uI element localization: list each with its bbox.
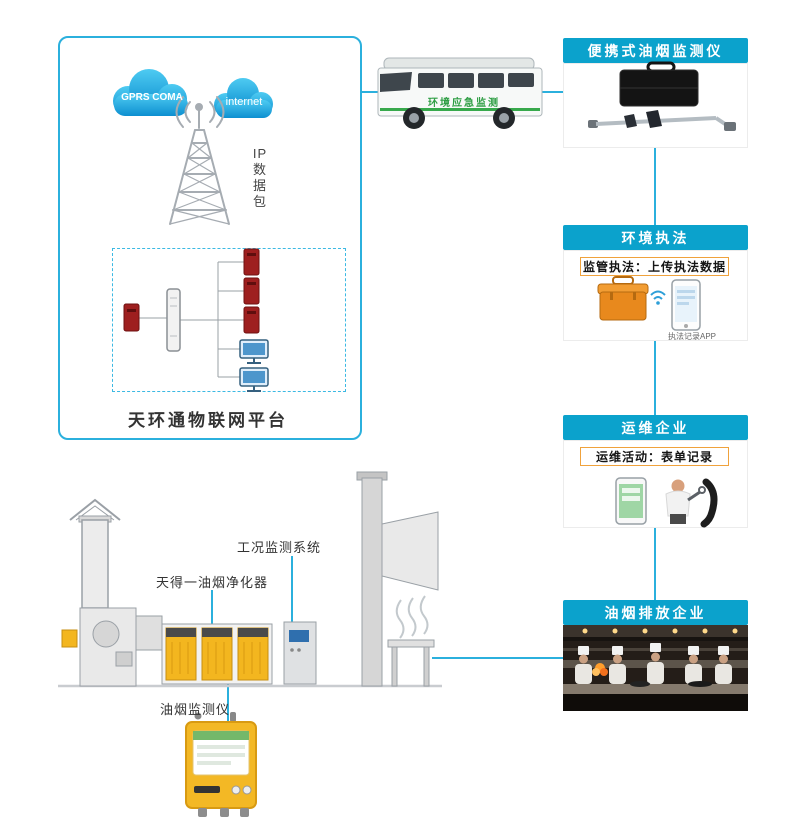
ip-packet-label: IP 数 据 包 [252, 146, 268, 209]
maintenance-subtitle-box: 运维活动：表单记录 [580, 447, 729, 466]
panel-maintenance-title: 运维企业 [621, 419, 690, 436]
enforcement-subtitle: 监管执法：上传执法数据 [582, 260, 726, 274]
fume-monitor-device [185, 712, 257, 817]
control-cabinet [283, 621, 317, 685]
panel-maintenance-header: 运维企业 [563, 415, 748, 440]
panel-emission-content [563, 625, 748, 711]
steam-lines [395, 595, 429, 639]
condition-monitor-label: 工况监测系统 [236, 540, 321, 555]
panel-enforcement-header: 环境执法 [563, 225, 748, 250]
panel-emission-header: 油烟排放企业 [563, 600, 748, 625]
internet-cloud-label: internet [225, 96, 263, 108]
gprs-cloud-label: GPRS COMA [121, 92, 183, 103]
platform-title: 天环通物联网平台 [128, 411, 288, 430]
network-dashed-box [112, 248, 346, 392]
fume-monitor-label: 油烟监测仪 [160, 702, 231, 717]
panel-emission-title: 油烟排放企业 [604, 604, 707, 621]
purifier-label: 天得一油烟净化器 [155, 575, 268, 590]
panel-enforcement-title: 环境执法 [621, 229, 690, 246]
enforcement-subtitle-box: 监管执法：上传执法数据 [580, 257, 729, 276]
maintenance-subtitle: 运维活动：表单记录 [595, 450, 713, 464]
purifier-units [161, 623, 273, 685]
panel-portable-monitor-content [563, 63, 748, 148]
enforcement-app-caption: 执法记录APP [667, 332, 716, 341]
panel-portable-monitor-header: 便携式油烟监测仪 [563, 38, 748, 63]
van-side-text: 环境应急监测 [428, 98, 500, 109]
panel-portable-monitor-title: 便携式油烟监测仪 [587, 42, 724, 59]
iot-platform-box [58, 36, 362, 440]
